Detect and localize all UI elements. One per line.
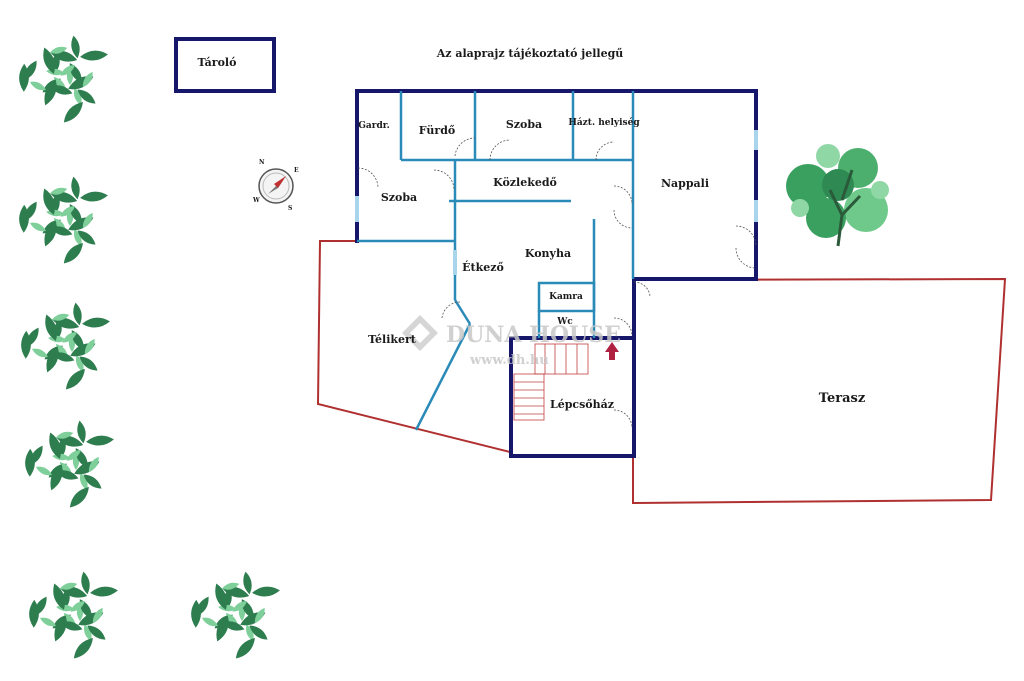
leafy-tree-icon <box>19 176 108 264</box>
watermark-url: www.dh.hu <box>469 353 549 368</box>
room-label-nappali: Nappali <box>661 177 709 190</box>
room-label-terasz: Terasz <box>819 391 865 406</box>
windows <box>355 130 758 275</box>
trees <box>19 35 280 659</box>
leafy-tree-icon <box>19 35 108 123</box>
room-label-gardrob: Gardr. <box>358 121 390 131</box>
watermark: DUNA HOUSE www.dh.hu <box>402 315 621 368</box>
room-label-haztartasi: Házt. helyiség <box>568 117 640 128</box>
doors <box>357 137 757 429</box>
round-tree-icon <box>786 144 889 247</box>
compass-west: W <box>252 197 260 204</box>
room-label-szoba-left: Szoba <box>381 191 417 204</box>
telikert-outline <box>316 240 511 453</box>
terasz-outline <box>632 277 1007 505</box>
watermark-brand: DUNA HOUSE <box>446 322 621 348</box>
leafy-tree-icon <box>21 302 110 390</box>
room-label-furdo: Fürdő <box>419 124 455 137</box>
outer-walls <box>174 37 758 458</box>
room-label-kozlekedo: Közlekedő <box>493 176 557 189</box>
leafy-tree-icon <box>25 420 114 508</box>
leafy-tree-icon <box>29 571 118 659</box>
room-label-etkezo: Étkező <box>462 260 504 274</box>
room-label-szoba-top: Szoba <box>506 118 542 131</box>
stairs <box>513 343 589 421</box>
room-label-konyha: Konyha <box>525 247 571 260</box>
room-label-lepcsohaz: Lépcsőház <box>550 398 614 411</box>
entrance-arrow-icon <box>605 342 619 360</box>
compass-north: N <box>259 159 265 166</box>
room-label-kamra: Kamra <box>549 292 583 302</box>
room-label-taroló: Tároló <box>198 56 237 69</box>
room-label-wc: Wc <box>556 317 573 327</box>
compass-icon: N E S W <box>252 159 299 212</box>
inner-walls <box>357 91 635 431</box>
compass-south: S <box>288 205 292 212</box>
room-label-telikert: Télikert <box>368 333 417 346</box>
leafy-tree-icon <box>191 571 280 659</box>
plan-notice: Az alaprajz tájékoztató jellegű <box>436 47 624 60</box>
compass-east: E <box>294 167 299 174</box>
